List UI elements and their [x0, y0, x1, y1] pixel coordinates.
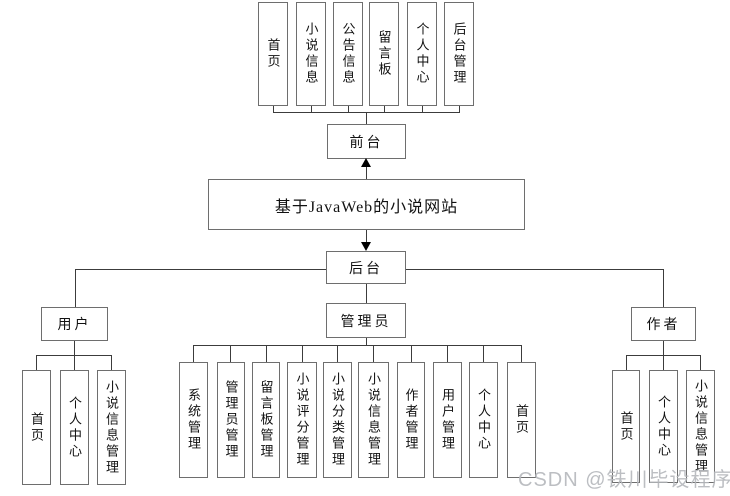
node-admin-home: 首页 — [507, 362, 536, 478]
node-label: 个人中心 — [67, 395, 82, 460]
node-role-author: 作者 — [631, 307, 696, 341]
node-author-personal-center: 个人中心 — [649, 370, 678, 483]
connector-line — [266, 345, 267, 362]
connector-line — [302, 345, 303, 362]
node-label: 公告信息 — [340, 22, 356, 86]
connector-line — [337, 345, 338, 362]
node-label: 留言板管理 — [258, 380, 274, 460]
node-front-announcement-info: 公告信息 — [333, 2, 363, 106]
node-user-home: 首页 — [22, 370, 51, 485]
connector-line — [373, 345, 374, 362]
connector-line — [411, 345, 412, 362]
connector-line — [447, 345, 448, 362]
connector-line — [366, 112, 367, 124]
node-label: 前台 — [349, 135, 384, 151]
node-label: 留言板 — [376, 30, 392, 78]
node-admin-novel-category-management: 小说分类管理 — [323, 362, 352, 478]
connector-line — [36, 355, 37, 370]
node-label: 基于JavaWeb的小说网站 — [274, 198, 459, 216]
node-author-novel-info-management: 小说信息管理 — [686, 370, 715, 483]
node-label: 小说信息管理 — [104, 379, 119, 476]
node-author-home: 首页 — [612, 370, 640, 483]
csdn-watermark: CSDN @铁川毕设程序 — [518, 469, 730, 491]
node-admin-author-management: 作者管理 — [397, 362, 425, 478]
connector-line — [273, 106, 274, 112]
connector-line — [311, 106, 312, 112]
connector-line — [626, 355, 627, 370]
node-label: 首页 — [29, 411, 44, 444]
node-label: 用户管理 — [440, 388, 455, 452]
node-label: 作者 — [646, 318, 681, 333]
node-admin-novel-rating-management: 小说评分管理 — [287, 362, 317, 478]
node-front-home: 首页 — [258, 2, 288, 106]
connector-line — [74, 341, 75, 355]
node-label: 小说信息管理 — [693, 378, 708, 475]
node-backend: 后台 — [326, 251, 406, 284]
node-label: 小说信息管理 — [366, 372, 381, 468]
arrow-down-icon — [361, 242, 371, 251]
connector-line — [422, 106, 423, 112]
node-front-personal-center: 个人中心 — [407, 2, 437, 106]
node-frontend: 前台 — [327, 124, 406, 159]
node-label: 个人中心 — [476, 388, 491, 452]
node-front-backend-management: 后台管理 — [444, 2, 474, 106]
node-label: 首页 — [265, 38, 281, 70]
node-label: 个人中心 — [414, 22, 430, 86]
connector-line — [74, 355, 75, 370]
connector-line — [663, 341, 664, 355]
connector-bus — [75, 269, 326, 270]
connector-line — [483, 345, 484, 362]
node-label: 首页 — [618, 410, 634, 443]
node-label: 管理员管理 — [223, 380, 239, 460]
node-label: 后台管理 — [451, 22, 467, 86]
connector-line — [384, 106, 385, 112]
node-label: 管理员 — [340, 314, 392, 330]
node-role-user: 用户 — [41, 307, 108, 341]
connector-line — [459, 106, 460, 112]
connector-line — [75, 269, 76, 307]
connector-bus — [405, 269, 663, 270]
connector-bus — [193, 345, 522, 346]
connector-line — [366, 284, 367, 303]
connector-line — [366, 338, 367, 345]
node-label: 后台 — [349, 261, 383, 277]
node-front-novel-info: 小说信息 — [296, 2, 326, 106]
node-label: 小说分类管理 — [330, 372, 345, 468]
connector-line — [521, 345, 522, 362]
node-admin-user-management: 用户管理 — [433, 362, 462, 478]
node-label: 小说评分管理 — [294, 372, 310, 468]
node-label: 系统管理 — [186, 388, 201, 452]
connector-line — [663, 269, 664, 307]
node-label: 小说信息 — [303, 22, 319, 86]
node-admin-admin-management: 管理员管理 — [217, 362, 245, 478]
connector-line — [663, 355, 664, 370]
connector-line — [230, 345, 231, 362]
node-user-novel-info-management: 小说信息管理 — [97, 370, 126, 485]
node-label: 作者管理 — [403, 388, 419, 452]
node-user-personal-center: 个人中心 — [60, 370, 89, 485]
node-admin-novel-info-management: 小说信息管理 — [358, 362, 389, 478]
connector-line — [193, 345, 194, 362]
connector-line — [700, 355, 701, 370]
node-label: 个人中心 — [656, 394, 671, 459]
node-label: 用户 — [57, 318, 92, 333]
node-role-admin: 管理员 — [326, 303, 406, 338]
node-admin-personal-center: 个人中心 — [469, 362, 498, 478]
node-label: 首页 — [514, 404, 529, 436]
connector-line — [366, 229, 367, 243]
node-admin-system-management: 系统管理 — [179, 362, 208, 478]
node-root-title: 基于JavaWeb的小说网站 — [208, 179, 525, 230]
connector-line — [348, 106, 349, 112]
connector-line — [366, 165, 367, 179]
connector-line — [111, 355, 112, 370]
node-admin-message-board-management: 留言板管理 — [252, 362, 280, 478]
arrow-up-icon — [361, 158, 371, 167]
node-front-message-board: 留言板 — [369, 2, 399, 106]
